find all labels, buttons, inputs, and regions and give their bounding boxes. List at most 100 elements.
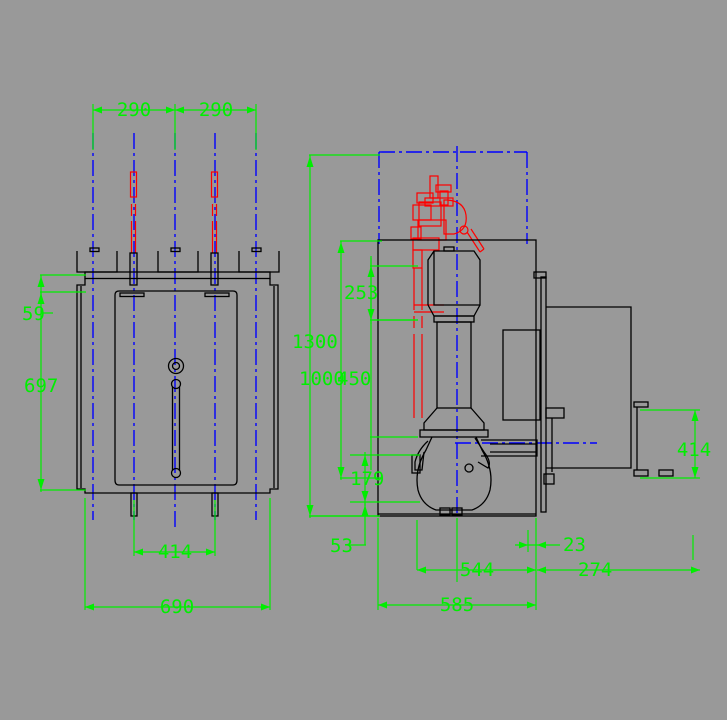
terminal-stud-3 [251,247,262,253]
terminal-box-1 [76,251,118,273]
dim-text-414: 414 [158,541,192,563]
terminal-stud-2 [170,247,181,253]
actuator-handle-lever [466,228,485,253]
actuator-block-e [410,226,422,240]
arrow-290l-a [93,106,102,114]
right-column-cap [533,271,547,279]
dim-text-53: 53 [330,535,353,557]
arrow-414-a [134,548,143,556]
arrow-179-b [361,491,369,502]
discharge-spout-inner [490,443,536,453]
rod-cap-left [129,171,138,198]
inner-panel [114,290,238,486]
arrow-23-b [537,541,546,549]
rod-cap-right [210,171,219,198]
arrow-690-b [261,603,270,611]
arrow-59-a [37,276,45,287]
actuator-pivot [459,225,469,235]
arrow-414r-b [691,467,699,478]
side-view-centerlines [378,146,597,515]
arrow-697-a [37,293,45,304]
arrow-274-b [691,566,700,574]
front-view-geometry [76,247,280,517]
dim-text-290-left: 290 [117,99,151,121]
right-arm-top [633,401,649,408]
dim-text-697: 697 [24,375,58,397]
arrow-290r-a [175,106,184,114]
arrow-23-a [519,541,528,549]
hopper-upper-cone [427,250,481,306]
post-left [129,252,138,286]
actuator-stem-top [429,175,439,199]
actuator-arm-top [435,184,452,193]
dim-text-23: 23 [563,534,586,556]
lower-flange [419,429,489,438]
right-enclosure [546,306,632,469]
red-pipe-upper [412,249,423,269]
side-view-dimensions: 1300 1000 450 253 179 [292,154,711,616]
terminal-stud-1 [89,247,100,253]
actuator-cross-top [424,197,454,207]
bowl-foot-right [451,507,463,516]
dim-text-253: 253 [344,282,378,304]
hopper-ring [433,315,475,323]
actuator-block-d [417,219,447,241]
actuator-block-f [412,237,440,251]
shaft-bottom-boss [170,467,182,479]
arrow-585-a [378,601,387,609]
arrow-1300-b [306,505,314,516]
front-view-centerlines [92,133,257,530]
post-right [210,252,219,286]
main-body-outline [76,278,279,494]
side-main-outline [377,239,537,517]
arrow-274-a [537,566,546,574]
actuator-block-b [412,204,432,221]
dim-text-414-right: 414 [677,439,711,461]
dim-text-450: 450 [337,368,371,390]
base-tab-left [543,473,555,485]
right-column [540,276,547,513]
dim-text-290-right: 290 [199,99,233,121]
arrow-53-a [361,505,369,516]
terminal-box-2 [157,251,199,273]
arrow-414-b [206,548,215,556]
dim-text-179: 179 [350,468,384,490]
arrow-253-a [367,266,375,277]
front-view-dimensions: 290 290 59 697 414 69 [22,99,271,618]
enclosure-bracket [545,407,565,419]
dim-text-690: 690 [160,596,194,618]
arrow-1000-a [337,242,345,253]
dim-text-544: 544 [460,559,494,581]
arrow-290l-b [166,106,175,114]
bowl-port [464,463,474,473]
arrow-1300-a [306,156,314,167]
front-view-rods-highlight [129,171,219,253]
arrow-290r-b [247,106,256,114]
lower-cone-upper [423,407,485,431]
top-plate [84,271,271,280]
bowl-foot-left [439,507,451,516]
discharge-spout [481,439,538,457]
arrow-585-b [527,601,536,609]
side-view: 1300 1000 450 253 179 [292,146,711,616]
side-inner-panel [502,329,541,421]
arrow-414r-a [691,410,699,421]
right-arm-foot-2 [658,469,674,477]
dim-text-1300: 1300 [292,331,338,353]
actuator-body-dome [443,199,467,235]
dim-text-274: 274 [578,559,612,581]
center-hub-outer [167,357,185,375]
arrow-544-b [527,566,536,574]
arrow-253-b [367,309,375,320]
arrow-697-b [37,479,45,490]
panel-clip-left [119,292,145,298]
arrow-690-a [85,603,94,611]
arrow-1000-b [337,467,345,478]
bowl-lug-right [474,437,490,469]
mid-barrel [436,321,472,409]
valve-actuator-highlight [410,175,485,418]
arrow-544-a [417,566,426,574]
center-hub-inner [171,361,181,371]
